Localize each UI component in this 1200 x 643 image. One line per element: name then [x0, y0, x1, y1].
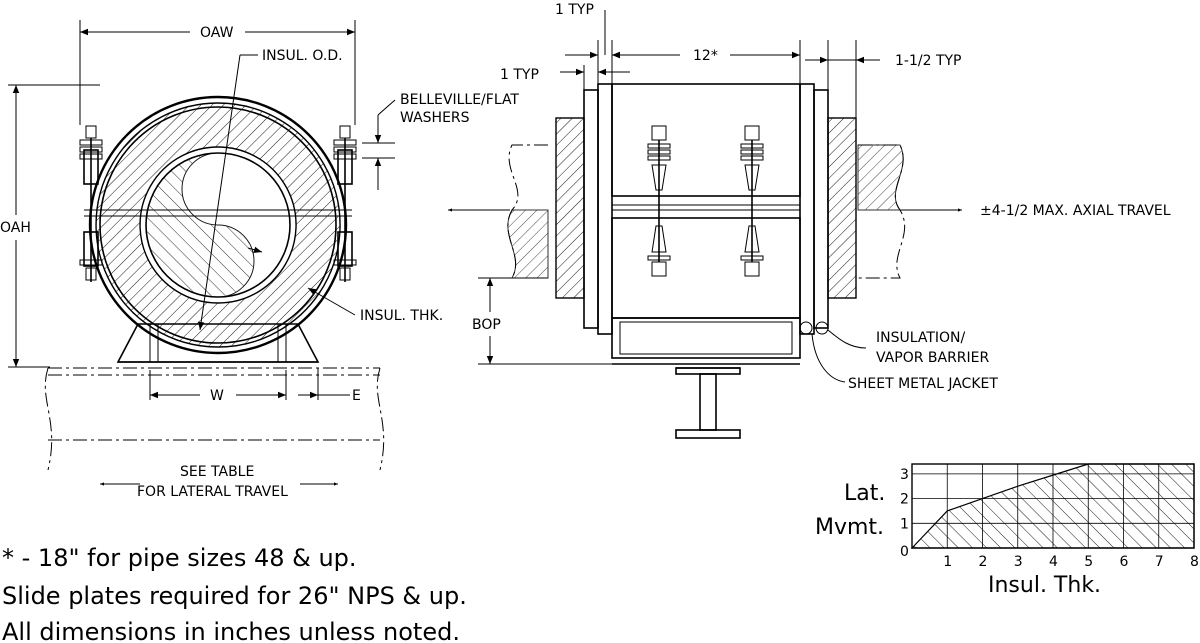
- label-insul-od: INSUL. O.D.: [262, 48, 343, 64]
- label-1-typ-top: 1 TYP: [555, 2, 594, 18]
- label-see-table-1: SEE TABLE: [180, 464, 254, 480]
- chart-ytick-1: 1: [900, 516, 909, 532]
- label-axial-travel: ±4-1/2 MAX. AXIAL TRAVEL: [980, 203, 1171, 219]
- label-w: W: [210, 388, 224, 404]
- chart-ytick-3: 3: [900, 467, 909, 483]
- lateral-movement-chart: 0 1 2 3 4 5 6 7 8 1 2 3 Lat. Mvmt. Insul. Thk.: [815, 463, 1199, 598]
- note-1: * - 18" for pipe sizes 48 & up.: [2, 544, 357, 572]
- label-oah: OAH: [0, 220, 31, 236]
- chart-y-ticks: 1 2 3: [900, 467, 909, 532]
- chart-ylabel-2: Mvmt.: [815, 515, 884, 540]
- chart-area-series: [910, 463, 1195, 549]
- chart-ytick-2: 2: [900, 492, 909, 508]
- chart-ylabel-1: Lat.: [844, 481, 885, 506]
- label-see-table-2: FOR LATERAL TRAVEL: [137, 484, 288, 500]
- label-oaw: OAW: [200, 25, 234, 41]
- label-belleville-2: WASHERS: [400, 110, 470, 126]
- note-2: Slide plates required for 26" NPS & up.: [2, 582, 467, 610]
- chart-xtick-6: 6: [1120, 554, 1129, 570]
- side-elevation-view: [448, 10, 962, 439]
- chart-xtick-7: 7: [1155, 554, 1164, 570]
- label-e: E: [352, 388, 361, 404]
- chart-xtick-5: 5: [1084, 554, 1093, 570]
- chart-xtick-8: 8: [1190, 554, 1199, 570]
- label-1-typ-left: 1 TYP: [500, 67, 539, 83]
- chart-xtick-0: 0: [900, 544, 909, 560]
- chart-xtick-4: 4: [1049, 554, 1058, 570]
- chart-xtick-3: 3: [1014, 554, 1023, 570]
- chart-xlabel: Insul. Thk.: [988, 573, 1101, 598]
- label-12: 12*: [693, 48, 718, 64]
- chart-x-ticks: 0 1 2 3 4 5 6 7 8: [900, 544, 1199, 570]
- label-insulation-2: VAPOR BARRIER: [876, 350, 990, 366]
- label-insulation-1: INSULATION/: [876, 330, 966, 346]
- end-section-view: [8, 20, 396, 486]
- note-3: All dimensions in inches unless noted.: [2, 618, 460, 643]
- chart-xtick-1: 1: [943, 554, 952, 570]
- label-bop: BOP: [472, 317, 501, 333]
- label-sheet-metal: SHEET METAL JACKET: [848, 376, 998, 392]
- label-insul-thk: INSUL. THK.: [360, 308, 443, 324]
- label-belleville-1: BELLEVILLE/FLAT: [400, 92, 519, 108]
- chart-xtick-2: 2: [979, 554, 988, 570]
- chart-frame: [911, 463, 1195, 549]
- label-1-1-2-typ: 1-1/2 TYP: [895, 53, 962, 69]
